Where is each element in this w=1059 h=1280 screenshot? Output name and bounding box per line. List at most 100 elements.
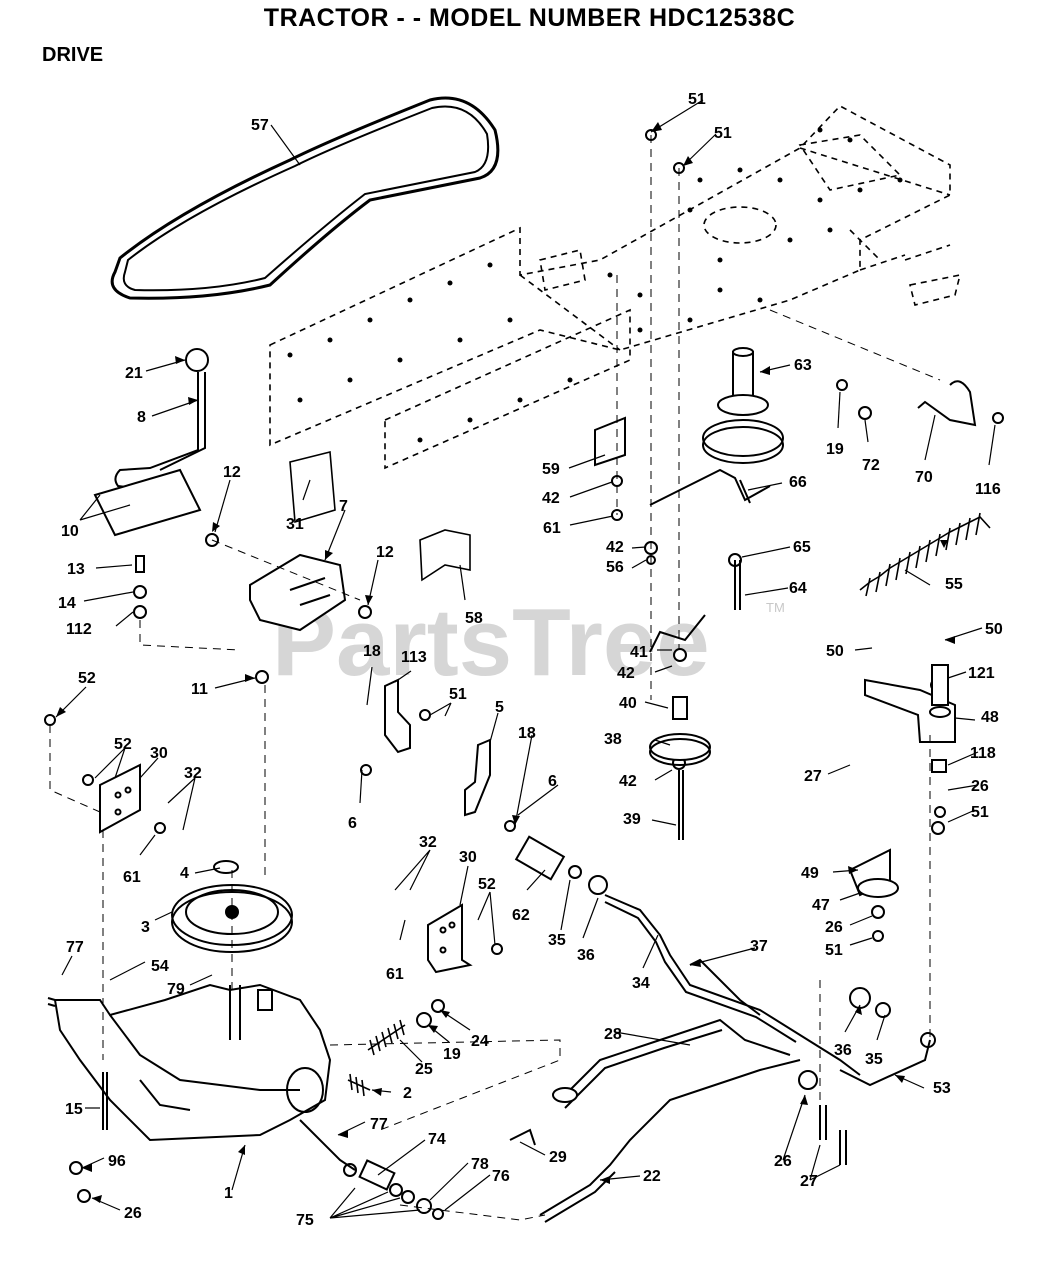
- guide-lines: [49, 135, 941, 1221]
- callout-24: 24: [471, 1033, 489, 1050]
- callout-21: 21: [125, 365, 143, 382]
- callout-112: 112: [66, 621, 92, 638]
- callout-42: 42: [606, 539, 624, 556]
- bracket-5: [464, 738, 491, 817]
- part-31: [289, 450, 336, 524]
- callout-25: 25: [415, 1061, 433, 1078]
- callout-54: 54: [151, 958, 169, 975]
- rod-22: [539, 1059, 801, 1223]
- callout-37: 37: [750, 938, 768, 955]
- callout-58: 58: [465, 610, 483, 627]
- callout-57: 57: [251, 117, 269, 134]
- callout-labels: 57 51 51 21 8 63 19 72 70 116 12 59 42 6…: [58, 91, 1003, 1229]
- callout-56: 56: [606, 559, 624, 576]
- callout-42: 42: [542, 490, 560, 507]
- callout-32: 32: [184, 765, 202, 782]
- callout-50: 50: [826, 643, 844, 660]
- callout-52: 52: [114, 736, 132, 753]
- rod-34: [604, 894, 861, 1076]
- callout-61: 61: [386, 966, 404, 983]
- callout-31: 31: [286, 516, 304, 533]
- callout-26: 26: [124, 1205, 142, 1222]
- callout-49: 49: [801, 865, 819, 882]
- callout-36: 36: [577, 947, 595, 964]
- part-58: [419, 529, 471, 582]
- callout-72: 72: [862, 457, 880, 474]
- callout-6: 6: [548, 773, 557, 790]
- transaxle: [47, 983, 356, 1171]
- plate-30-right: [427, 903, 473, 974]
- plate-30-left: [99, 763, 141, 834]
- callout-18: 18: [518, 725, 536, 742]
- callout-30: 30: [459, 849, 477, 866]
- callout-61: 61: [543, 520, 561, 537]
- callout-29: 29: [549, 1149, 567, 1166]
- callout-62: 62: [512, 907, 530, 924]
- callout-51: 51: [825, 942, 843, 959]
- lever-bracket: [249, 553, 347, 632]
- watermark: PartsTree: [272, 589, 710, 696]
- callout-52: 52: [478, 876, 496, 893]
- callout-2: 2: [403, 1085, 412, 1102]
- callout-59: 59: [542, 461, 560, 478]
- callout-76: 76: [492, 1168, 510, 1185]
- callout-51: 51: [714, 125, 732, 142]
- callout-14: 14: [58, 595, 76, 612]
- callout-26: 26: [971, 778, 989, 795]
- frame-holes: [287, 127, 903, 443]
- diagram-title: TRACTOR - - MODEL NUMBER HDC12538C: [263, 4, 796, 32]
- callout-51: 51: [971, 804, 989, 821]
- callout-61: 61: [123, 869, 141, 886]
- watermark-tm: TM: [766, 600, 785, 615]
- callout-5: 5: [495, 699, 504, 716]
- callout-18: 18: [363, 643, 381, 660]
- bushing-74: [358, 1159, 396, 1191]
- bracket-113: [384, 678, 411, 754]
- callout-4: 4: [180, 865, 189, 882]
- engine-pulley: [702, 347, 784, 464]
- callout-70: 70: [915, 469, 933, 486]
- section-label: DRIVE: [42, 44, 104, 66]
- callout-10: 10: [61, 523, 79, 540]
- rod-70: [917, 380, 977, 427]
- callout-113: 113: [401, 649, 427, 666]
- callout-51: 51: [449, 686, 467, 703]
- callout-35: 35: [865, 1051, 883, 1068]
- callout-47: 47: [812, 897, 830, 914]
- callout-1: 1: [224, 1185, 233, 1202]
- callout-11: 11: [191, 681, 208, 698]
- callout-12: 12: [376, 544, 394, 561]
- callout-116: 116: [975, 481, 1001, 498]
- spring-25: [367, 1019, 406, 1056]
- shift-bracket: [93, 468, 202, 537]
- callout-66: 66: [789, 474, 807, 491]
- callout-40: 40: [619, 695, 637, 712]
- callout-6: 6: [348, 815, 357, 832]
- callout-118: 118: [970, 745, 996, 762]
- arrow-heads: [56, 122, 955, 1203]
- callout-27: 27: [804, 768, 822, 785]
- callout-50: 50: [985, 621, 1003, 638]
- rod-53: [839, 1039, 931, 1087]
- callout-19: 19: [826, 441, 844, 458]
- rod-29: [509, 1128, 536, 1146]
- callout-26: 26: [774, 1153, 792, 1170]
- idler-pulley: [649, 696, 711, 766]
- callout-74: 74: [428, 1131, 446, 1148]
- drive-belt: [110, 96, 500, 300]
- callout-15: 15: [65, 1101, 83, 1118]
- callout-75: 75: [296, 1212, 314, 1229]
- callout-35: 35: [548, 932, 566, 949]
- callout-63: 63: [794, 357, 812, 374]
- callout-26: 26: [825, 919, 843, 936]
- callout-36: 36: [834, 1042, 852, 1059]
- callout-27: 27: [800, 1173, 818, 1190]
- callout-8: 8: [137, 409, 146, 426]
- callout-51: 51: [688, 91, 706, 108]
- callout-121: 121: [968, 665, 995, 682]
- bolts: [102, 560, 847, 1165]
- callout-12: 12: [223, 464, 241, 481]
- rod-28: [552, 1018, 791, 1109]
- frame: [269, 105, 962, 470]
